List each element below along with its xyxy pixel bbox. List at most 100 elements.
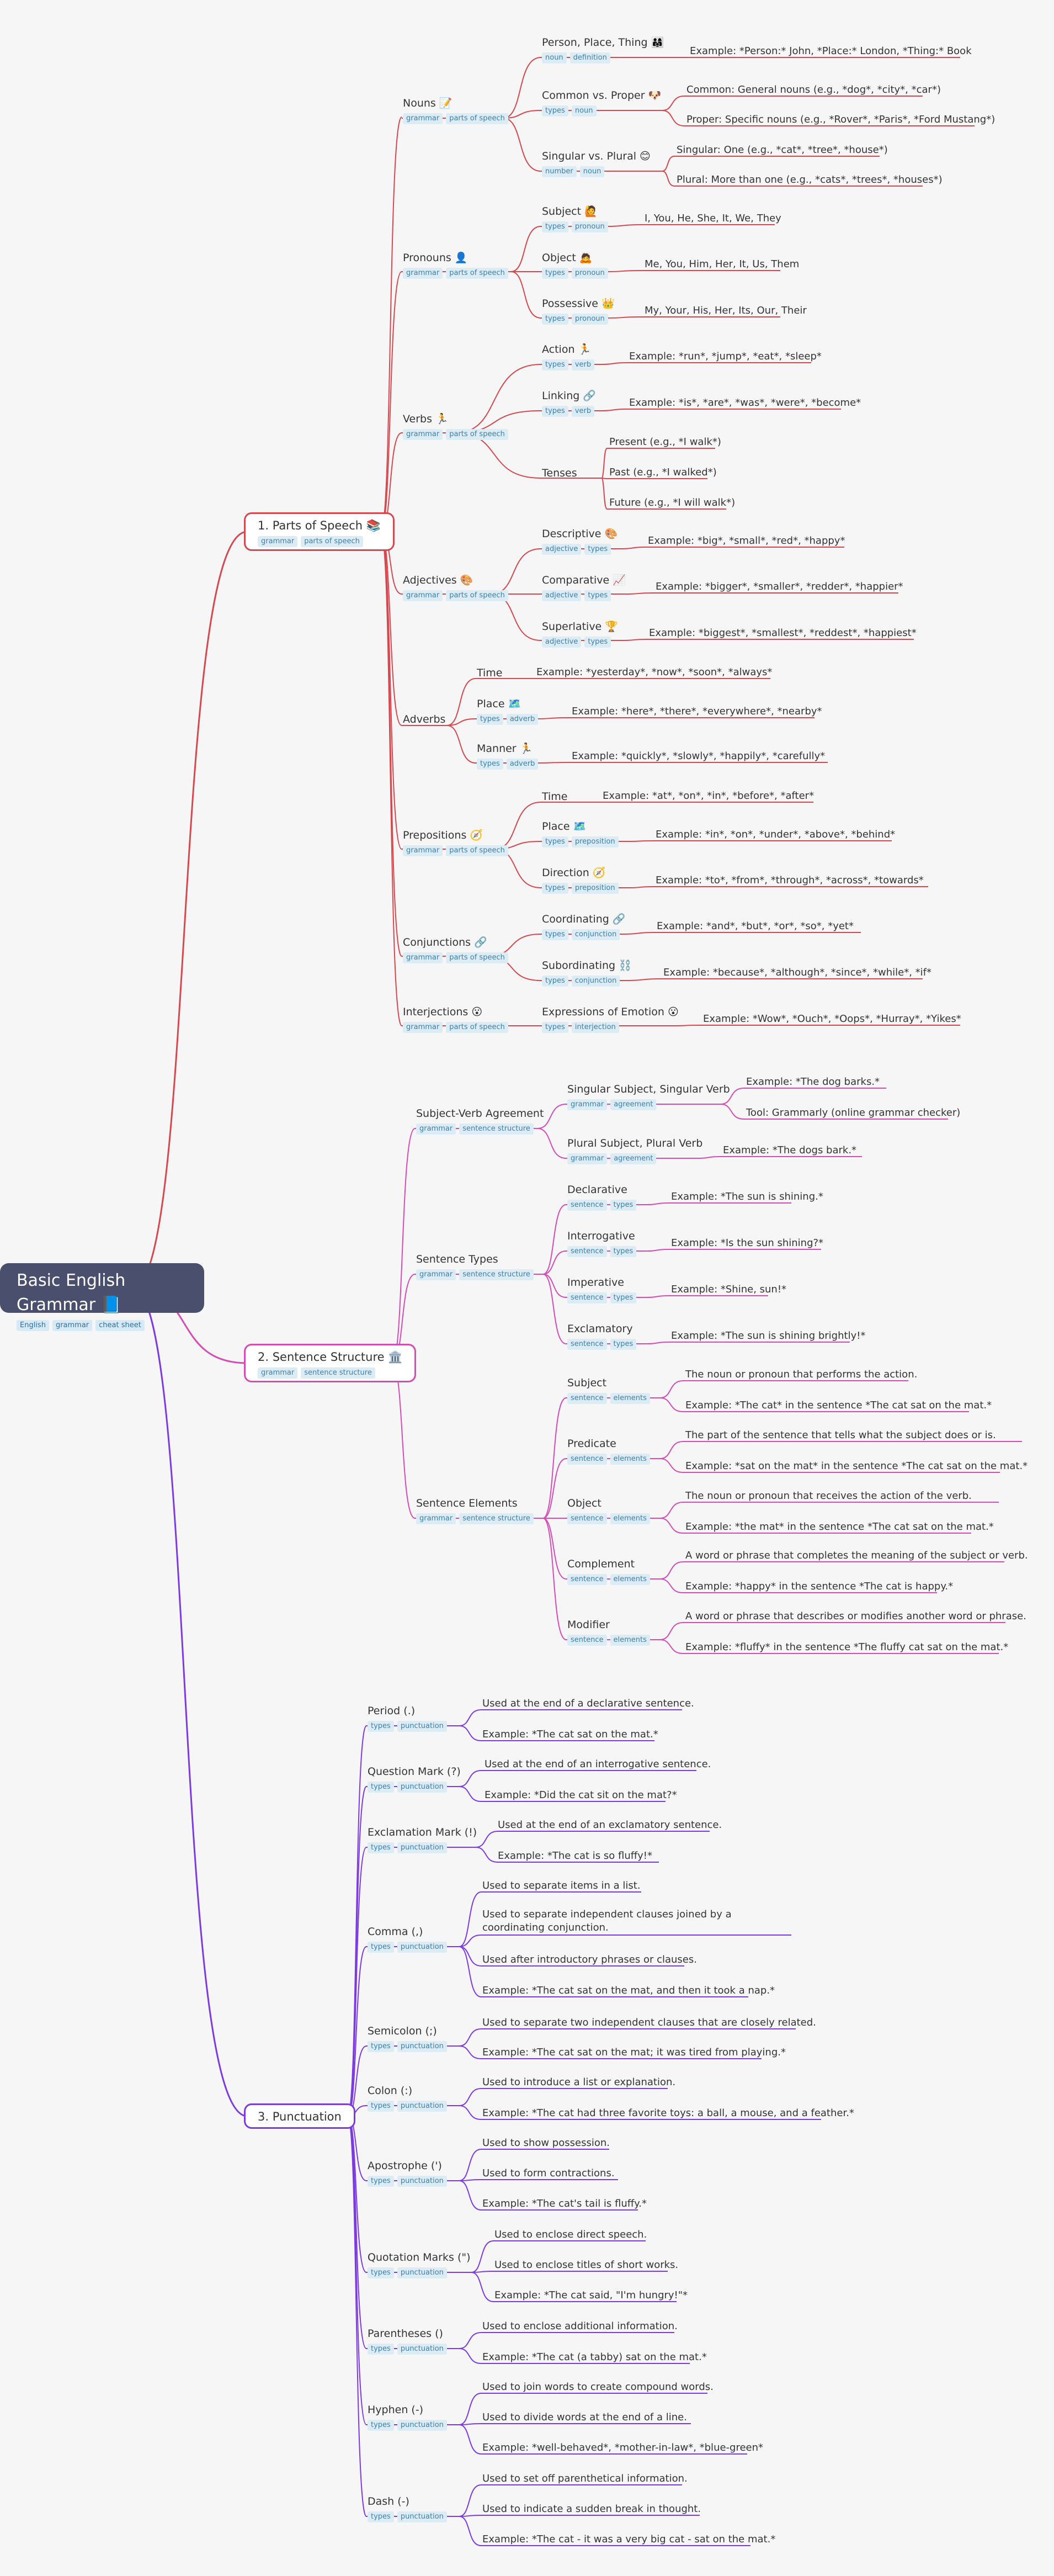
leaf-text[interactable]: Example: *The cat sat on the mat.* [482, 1729, 658, 1740]
leaf-text[interactable]: Used to join words to create compound wo… [482, 2381, 714, 2393]
leaf-text[interactable]: Used to separate independent clauses joi… [482, 1909, 732, 1933]
leaf-text[interactable]: Used to introduce a list or explanation. [482, 2076, 676, 2088]
leaf-text[interactable]: Proper: Specific nouns (e.g., *Rover*, *… [686, 114, 996, 125]
leaf-text[interactable]: Example: *The cat's tail is fluffy.* [482, 2198, 647, 2209]
leaf-text[interactable]: Used at the end of an interrogative sent… [485, 1758, 711, 1770]
leaf-text[interactable]: A word or phrase that completes the mean… [685, 1550, 1028, 1561]
leaf-text[interactable]: Example: *bigger*, *smaller*, *redder*, … [656, 581, 903, 592]
leaf-text[interactable]: Example: *The cat sat on the mat, and th… [482, 1985, 775, 1996]
leaf-text[interactable]: Example: *fluffy* in the sentence *The f… [685, 1641, 1009, 1653]
leaf-text[interactable]: Example: *big*, *small*, *red*, *happy* [648, 535, 845, 547]
leaf-text[interactable]: Singular: One (e.g., *cat*, *tree*, *hou… [677, 144, 888, 156]
leaf-text[interactable]: Example: *to*, *from*, *through*, *acros… [656, 874, 924, 886]
leaf-text[interactable]: The part of the sentence that tells what… [685, 1429, 996, 1441]
leaf-text[interactable]: Example: *Is the sun shining?* [671, 1237, 824, 1249]
leaf-text[interactable]: Example: *and*, *but*, *or*, *so*, *yet* [657, 920, 854, 932]
leaf-text[interactable]: Used at the end of an exclamatory senten… [498, 1819, 722, 1831]
leaf-text[interactable]: I, You, He, She, It, We, They [645, 213, 781, 224]
leaf-text[interactable]: Plural: More than one (e.g., *cats*, *tr… [677, 174, 943, 185]
leaf-text[interactable]: Example: *The dogs bark.* [723, 1144, 857, 1156]
leaf-text[interactable]: Example: *The cat said, "I'm hungry!"* [494, 2289, 688, 2301]
leaf-text[interactable]: Example: *happy* in the sentence *The ca… [685, 1581, 954, 1592]
topic-adverbs[interactable]: Adverbs [403, 713, 446, 725]
leaf-text[interactable]: Example: *well-behaved*, *mother-in-law*… [482, 2442, 764, 2453]
leaf-text[interactable]: Example: *at*, *on*, *in*, *before*, *af… [603, 790, 815, 802]
subtopic-time-preposition[interactable]: Time [542, 791, 568, 803]
leaf-text[interactable]: Example: *The cat sat on the mat; it was… [482, 2047, 786, 2058]
leaf-text[interactable]: Example: *The cat - it was a very big ca… [482, 2533, 776, 2545]
leaf-text[interactable]: Example: *quickly*, *slowly*, *happily*,… [572, 750, 826, 762]
leaf-text[interactable]: Example: *run*, *jump*, *eat*, *sleep* [629, 351, 822, 362]
leaf-text[interactable]: Used to separate two independent clauses… [482, 2017, 816, 2028]
leaf-text[interactable]: Example: *The sun is shining brightly!* [671, 1330, 866, 1342]
leaf-text[interactable]: Used at the end of a declarative sentenc… [482, 1698, 694, 1709]
branch-punctuation[interactable]: 3. Punctuation [244, 2103, 355, 2129]
leaf-text[interactable]: Example: *The sun is shining.* [671, 1191, 823, 1202]
leaf-text[interactable]: A word or phrase that describes or modif… [685, 1610, 1026, 1622]
leaf-text[interactable]: Me, You, Him, Her, It, Us, Them [645, 258, 800, 270]
leaf-text[interactable]: Used to divide words at the end of a lin… [482, 2411, 687, 2423]
leaf-text[interactable]: Example: *biggest*, *smallest*, *reddest… [649, 627, 917, 639]
leaf-text[interactable]: Example: *Did the cat sit on the mat?* [485, 1789, 677, 1801]
leaf-text[interactable]: Used to set off parenthetical informatio… [482, 2473, 688, 2484]
leaf-text[interactable]: Used to show possession. [482, 2137, 610, 2149]
leaf-text[interactable]: Future (e.g., *I will walk*) [609, 497, 736, 508]
leaf-text[interactable]: Used after introductory phrases or claus… [482, 1954, 697, 1965]
leaf-text[interactable]: Example: *sat on the mat* in the sentenc… [685, 1460, 1028, 1472]
leaf-text[interactable]: My, Your, His, Her, Its, Our, Their [645, 305, 807, 316]
leaf-text[interactable]: Example: *The dog barks.* [746, 1076, 880, 1088]
leaf-text[interactable]: Tool: Grammarly (online grammar checker) [746, 1107, 961, 1119]
leaf-text[interactable]: Used to enclose titles of short works. [494, 2259, 679, 2271]
leaf-text[interactable]: Used to indicate a sudden break in thoug… [482, 2503, 701, 2515]
leaf-text[interactable]: Example: *because*, *although*, *since*,… [663, 967, 931, 978]
leaf-text[interactable]: Used to form contractions. [482, 2167, 615, 2179]
leaf-text[interactable]: Example: *yesterday*, *now*, *soon*, *al… [536, 666, 773, 678]
leaf-text[interactable]: Example: *is*, *are*, *was*, *were*, *be… [629, 397, 861, 409]
leaf-text[interactable]: Example: *The cat is so fluffy!* [498, 1850, 653, 1862]
leaf-text[interactable]: Example: *The cat (a tabby) sat on the m… [482, 2351, 707, 2363]
leaf-text[interactable]: The noun or pronoun that receives the ac… [685, 1490, 972, 1502]
leaf-text[interactable]: Example: *Shine, sun!* [671, 1284, 787, 1295]
leaf-text[interactable]: Used to enclose direct speech. [494, 2229, 647, 2240]
leaf-text[interactable]: Example: *The cat had three favorite toy… [482, 2107, 854, 2119]
